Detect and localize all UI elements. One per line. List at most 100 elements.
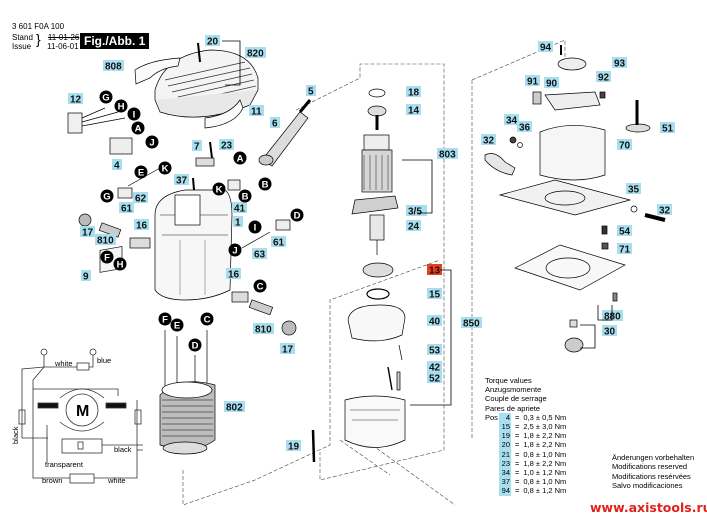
connector-marker-c: C <box>200 312 214 326</box>
wire-right <box>136 400 143 451</box>
part-label-30[interactable]: 30 <box>602 325 617 338</box>
wire-blue <box>89 355 94 368</box>
website-link[interactable]: www.axistools.ru <box>590 500 707 515</box>
pos-number[interactable]: 23 <box>499 458 511 468</box>
part-label-3-5[interactable]: 3/5 <box>406 205 427 218</box>
part-label-53[interactable]: 53 <box>427 344 442 357</box>
pos-number[interactable]: 94 <box>499 486 511 496</box>
part-label-63[interactable]: 63 <box>252 248 267 261</box>
part-label-62[interactable]: 62 <box>133 192 148 205</box>
motor-housing <box>154 189 233 301</box>
part-label-11[interactable]: 11 <box>249 105 264 118</box>
marker-letter: B <box>262 180 269 191</box>
part-label-15[interactable]: 15 <box>427 288 442 301</box>
part-label-20[interactable]: 20 <box>205 35 220 48</box>
part-label-24[interactable]: 24 <box>406 220 421 233</box>
label-text: 3/5 <box>408 207 422 218</box>
part-label-61[interactable]: 61 <box>271 236 286 249</box>
part-label-40[interactable]: 40 <box>427 315 442 328</box>
part-label-1[interactable]: 1 <box>233 216 243 229</box>
part-label-14[interactable]: 14 <box>406 104 421 117</box>
part-label-802[interactable]: 802 <box>224 401 245 414</box>
label-text: 820 <box>247 49 264 60</box>
equals-sign: = <box>515 422 520 431</box>
part-label-41[interactable]: 41 <box>232 202 247 215</box>
part-label-34[interactable]: 34 <box>504 114 519 127</box>
pos-number[interactable]: 19 <box>499 431 511 441</box>
shaft-5 <box>298 99 312 113</box>
modifications-notice: Änderungen vorbehalten Modifications res… <box>612 453 694 490</box>
bracket-850 <box>410 269 452 406</box>
part-label-36[interactable]: 36 <box>517 121 532 134</box>
part-label-35[interactable]: 35 <box>626 183 641 196</box>
connector-marker-d: D <box>290 208 304 222</box>
part-label-90[interactable]: 90 <box>544 77 559 90</box>
marker-circle <box>258 177 272 191</box>
pos-number[interactable]: 15 <box>499 422 511 432</box>
part-label-70[interactable]: 70 <box>617 139 632 152</box>
brush-cap-17b <box>281 320 297 336</box>
label-box <box>306 85 316 96</box>
part-label-5[interactable]: 5 <box>306 85 316 98</box>
connector-marker-h: H <box>114 99 128 113</box>
part-label-803[interactable]: 803 <box>437 148 458 161</box>
label-text: 16 <box>136 221 148 232</box>
part-label-17[interactable]: 17 <box>80 226 95 239</box>
label-box <box>617 225 632 236</box>
connector-marker-f: F <box>100 250 114 264</box>
pos-number[interactable]: 4 <box>499 412 511 423</box>
pos-number[interactable]: 37 <box>499 477 511 487</box>
part-label-16[interactable]: 16 <box>226 268 241 281</box>
part-label-7[interactable]: 7 <box>192 140 202 153</box>
part-label-61[interactable]: 61 <box>119 202 134 215</box>
part-label-6[interactable]: 6 <box>270 117 280 130</box>
part-label-808[interactable]: 808 <box>103 60 124 73</box>
part-label-4[interactable]: 4 <box>112 159 122 172</box>
part-label-880[interactable]: 880 <box>602 310 623 323</box>
part-label-93[interactable]: 93 <box>612 57 627 70</box>
part-label-12[interactable]: 12 <box>68 93 83 106</box>
bracket-30 <box>580 324 596 349</box>
part-label-13[interactable]: 13 <box>427 264 442 277</box>
pos-number[interactable]: 20 <box>499 440 511 450</box>
torque-title-de: Anzugsmomente <box>485 385 542 395</box>
stand-label: Stand <box>12 33 33 42</box>
marker-circle <box>228 243 242 257</box>
torque-title-fr: Couple de serrage <box>485 394 547 404</box>
part-label-52[interactable]: 52 <box>427 372 442 385</box>
label-text: 36 <box>519 123 531 134</box>
label-text: 5 <box>308 87 314 98</box>
part-label-810[interactable]: 810 <box>253 323 274 336</box>
connector-marker-e: E <box>134 165 148 179</box>
pos-number[interactable]: 21 <box>499 449 511 459</box>
part-label-42[interactable]: 42 <box>427 361 442 374</box>
label-text: 7 <box>194 142 200 153</box>
part-label-19[interactable]: 19 <box>286 440 301 453</box>
part-label-71[interactable]: 71 <box>617 243 632 256</box>
part-label-91[interactable]: 91 <box>525 75 540 88</box>
pos-number[interactable]: 34 <box>499 467 511 478</box>
part-label-18[interactable]: 18 <box>406 86 421 99</box>
part-label-94[interactable]: 94 <box>538 41 553 54</box>
part-label-820[interactable]: 820 <box>245 47 266 60</box>
part-label-54[interactable]: 54 <box>617 225 632 238</box>
part-label-23[interactable]: 23 <box>219 139 234 152</box>
part-label-32[interactable]: 32 <box>657 204 672 217</box>
part-label-810[interactable]: 810 <box>95 234 116 247</box>
part-label-37[interactable]: 37 <box>174 174 189 187</box>
part-label-32[interactable]: 32 <box>481 134 496 147</box>
label-text: 13 <box>429 266 441 277</box>
label-box <box>427 361 442 372</box>
part-label-51[interactable]: 51 <box>660 122 675 135</box>
part-label-17[interactable]: 17 <box>280 343 295 356</box>
part-label-92[interactable]: 92 <box>596 71 611 84</box>
part-label-850[interactable]: 850 <box>461 317 482 330</box>
part-label-16[interactable]: 16 <box>134 219 149 232</box>
part-label-9[interactable]: 9 <box>81 270 91 283</box>
wire <box>81 117 126 127</box>
equals-sign: = <box>515 467 520 477</box>
label-box <box>437 148 458 159</box>
